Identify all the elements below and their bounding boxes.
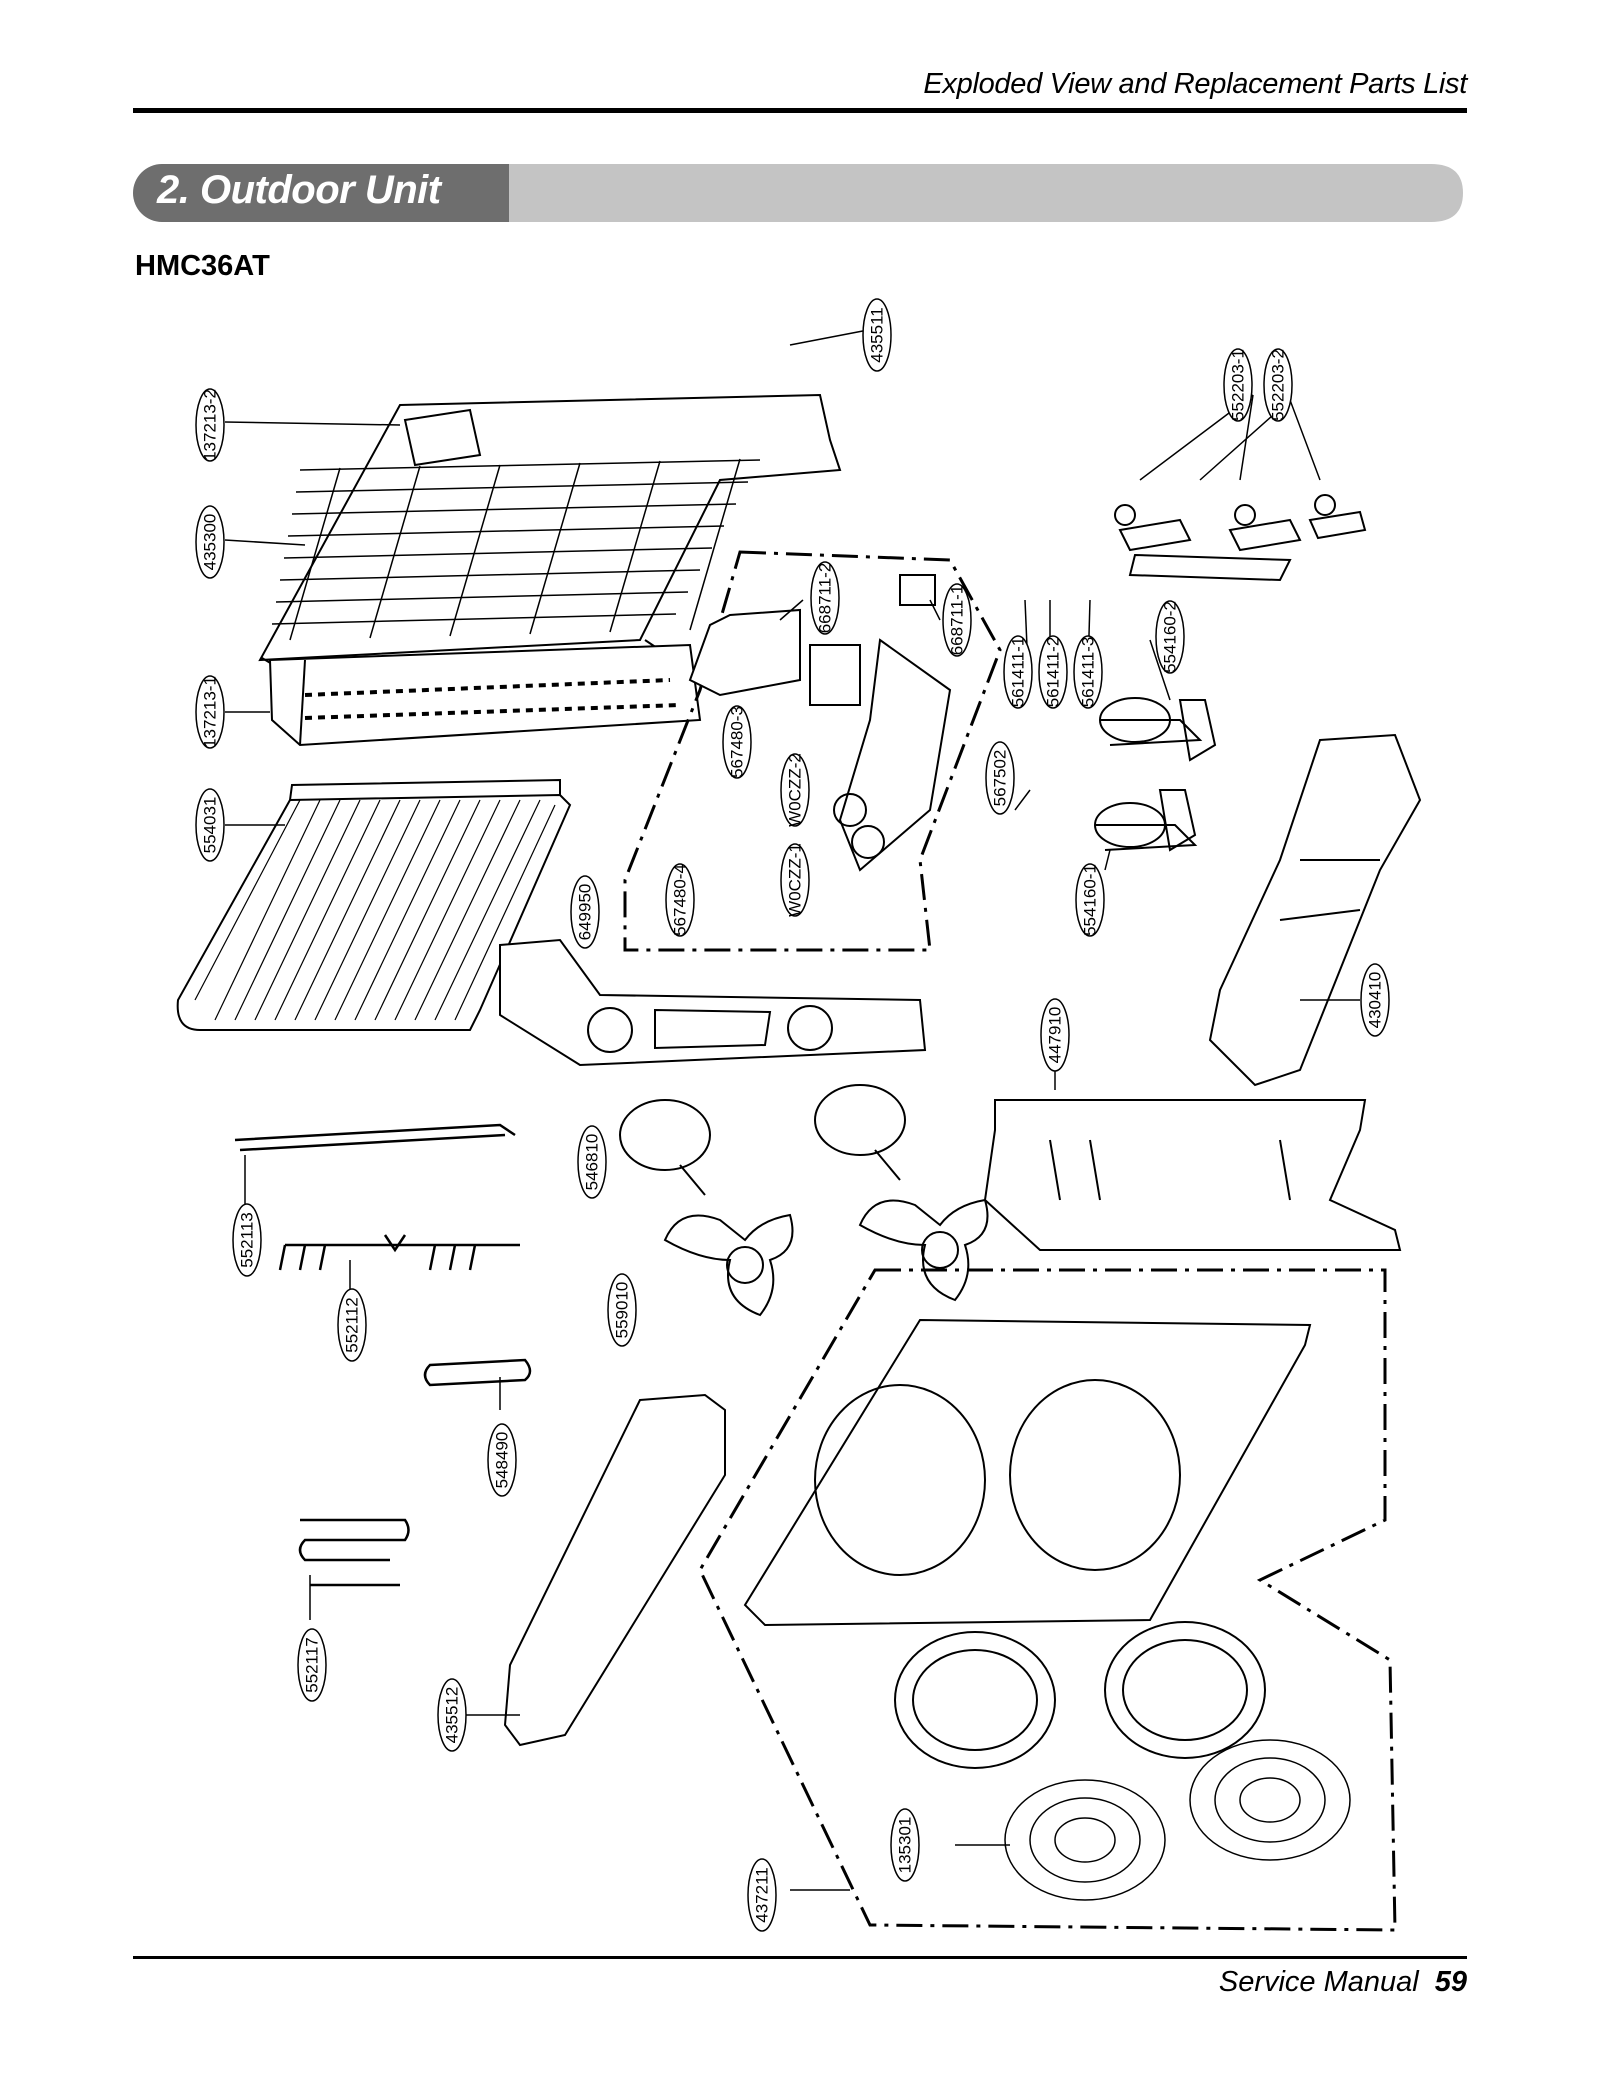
part-number: W0CZZ-1	[786, 843, 805, 917]
part-number: 546810	[583, 1134, 602, 1191]
part-label: W0CZZ-1	[780, 843, 810, 917]
part-label: 437211	[747, 1858, 777, 1932]
banner-light-segment	[509, 164, 1386, 222]
part-number: 561411-3	[1079, 637, 1098, 708]
banner-tail-bars	[1313, 164, 1463, 222]
part-label: 668711-2	[810, 561, 840, 635]
part-label: 554160-1	[1075, 863, 1105, 937]
leader-lines	[224, 329, 1360, 1891]
page-number: 59	[1434, 1966, 1467, 1998]
part-number: 435300	[201, 514, 220, 571]
part-label: 435511	[862, 298, 892, 372]
part-number: 668711-2	[816, 563, 835, 634]
footer-manual-title: Service Manual	[1218, 1966, 1419, 1998]
part-label: 668711-1	[942, 583, 972, 657]
part-label: 554031	[195, 788, 225, 862]
part-label: 552117	[297, 1628, 327, 1702]
part-label: 559010	[607, 1273, 637, 1347]
fan-guards-drawing	[1004, 1739, 1351, 1901]
fan-motors-drawing	[619, 1084, 906, 1196]
front-grille-drawing	[268, 643, 702, 747]
part-number: 548490	[493, 1432, 512, 1489]
part-number: W0CZZ-2	[786, 753, 805, 827]
part-label: 435512	[437, 1678, 467, 1752]
part-number: 668711-1	[948, 585, 967, 656]
base-plate-drawing	[1208, 733, 1422, 1087]
section-title: 2. Outdoor Unit	[157, 168, 441, 212]
service-valves-drawing	[1114, 494, 1367, 582]
part-number: 567480-3	[728, 706, 747, 778]
part-label: 552203-1	[1223, 348, 1253, 422]
part-label: 567502	[985, 741, 1015, 815]
control-box-outline	[623, 550, 1002, 952]
part-number: 561411-2	[1044, 637, 1063, 708]
part-number: 559010	[613, 1282, 632, 1339]
header-title: Exploded View and Replacement Parts List	[923, 68, 1467, 100]
part-number: 649950	[576, 884, 595, 941]
part-number: 430410	[1366, 972, 1385, 1029]
part-number: 135301	[896, 1817, 915, 1874]
model-label: HMC36AT	[135, 250, 270, 282]
page-footer: Service Manual 59	[1219, 1966, 1467, 1999]
piping-drawing	[234, 1123, 532, 1587]
side-panel-drawing	[983, 1099, 1402, 1251]
part-number: 552117	[303, 1637, 322, 1692]
front-grille-slots	[304, 678, 681, 720]
part-label: 435300	[195, 505, 225, 579]
part-number: 554160-2	[1161, 601, 1180, 673]
part-number: 552113	[238, 1212, 257, 1267]
top-panel-grille	[271, 458, 761, 641]
part-label: 552112	[337, 1288, 367, 1362]
part-label: 137213-2	[195, 388, 225, 462]
part-number: 567480-4	[671, 864, 690, 936]
part-label: 137213-1	[195, 675, 225, 749]
part-number: 554031	[201, 797, 220, 854]
part-number: 437211	[753, 1867, 772, 1922]
control-box-drawing	[688, 574, 952, 872]
banner-dark-segment	[133, 164, 509, 222]
part-label: 561411-3	[1073, 635, 1103, 709]
part-label: 447910	[1040, 998, 1070, 1072]
part-label: 567480-4	[665, 863, 695, 937]
page-header: Exploded View and Replacement Parts List	[133, 60, 1467, 112]
part-label: 546810	[577, 1125, 607, 1199]
footer-rule	[133, 1956, 1467, 1959]
part-number: 552203-1	[1229, 349, 1248, 421]
part-label: 567480-3	[722, 705, 752, 779]
part-label: W0CZZ-2	[780, 753, 810, 827]
part-number: 554160-1	[1081, 864, 1100, 936]
fan-blades-drawing	[663, 1198, 989, 1317]
part-label: 561411-1	[1003, 635, 1033, 709]
condenser-fins	[194, 799, 556, 1021]
orifice-rings-drawing	[894, 1621, 1266, 1769]
part-labels: 435511 137213-2 435300 552203-1 552203-2…	[195, 298, 1390, 1932]
rear-panel-drawing	[503, 1393, 726, 1747]
compressor-drawing	[1094, 697, 1217, 852]
part-number: 552203-2	[1269, 349, 1288, 421]
part-label: 135301	[890, 1808, 920, 1882]
part-number: 567502	[991, 750, 1010, 807]
part-number: 435511	[868, 307, 887, 362]
part-label: 430410	[1360, 963, 1390, 1037]
part-label: 649950	[570, 875, 600, 949]
part-number: 552112	[343, 1297, 362, 1352]
part-number: 137213-2	[201, 389, 220, 461]
part-label: 548490	[487, 1423, 517, 1497]
part-label: 552203-2	[1263, 348, 1293, 422]
motor-bracket-drawing	[499, 938, 927, 1067]
part-number: 561411-1	[1009, 637, 1028, 708]
part-number: 137213-1	[201, 676, 220, 748]
condenser-coil-drawing	[176, 778, 572, 1031]
part-label: 552113	[232, 1203, 262, 1277]
part-number: 447910	[1046, 1007, 1065, 1064]
part-label: 561411-2	[1038, 635, 1068, 709]
header-rule	[133, 108, 1467, 113]
part-number: 435512	[443, 1687, 462, 1744]
part-label: 554160-2	[1155, 600, 1185, 674]
section-banner: 2. Outdoor Unit	[133, 162, 1463, 224]
front-panel-drawing	[743, 1318, 1312, 1627]
